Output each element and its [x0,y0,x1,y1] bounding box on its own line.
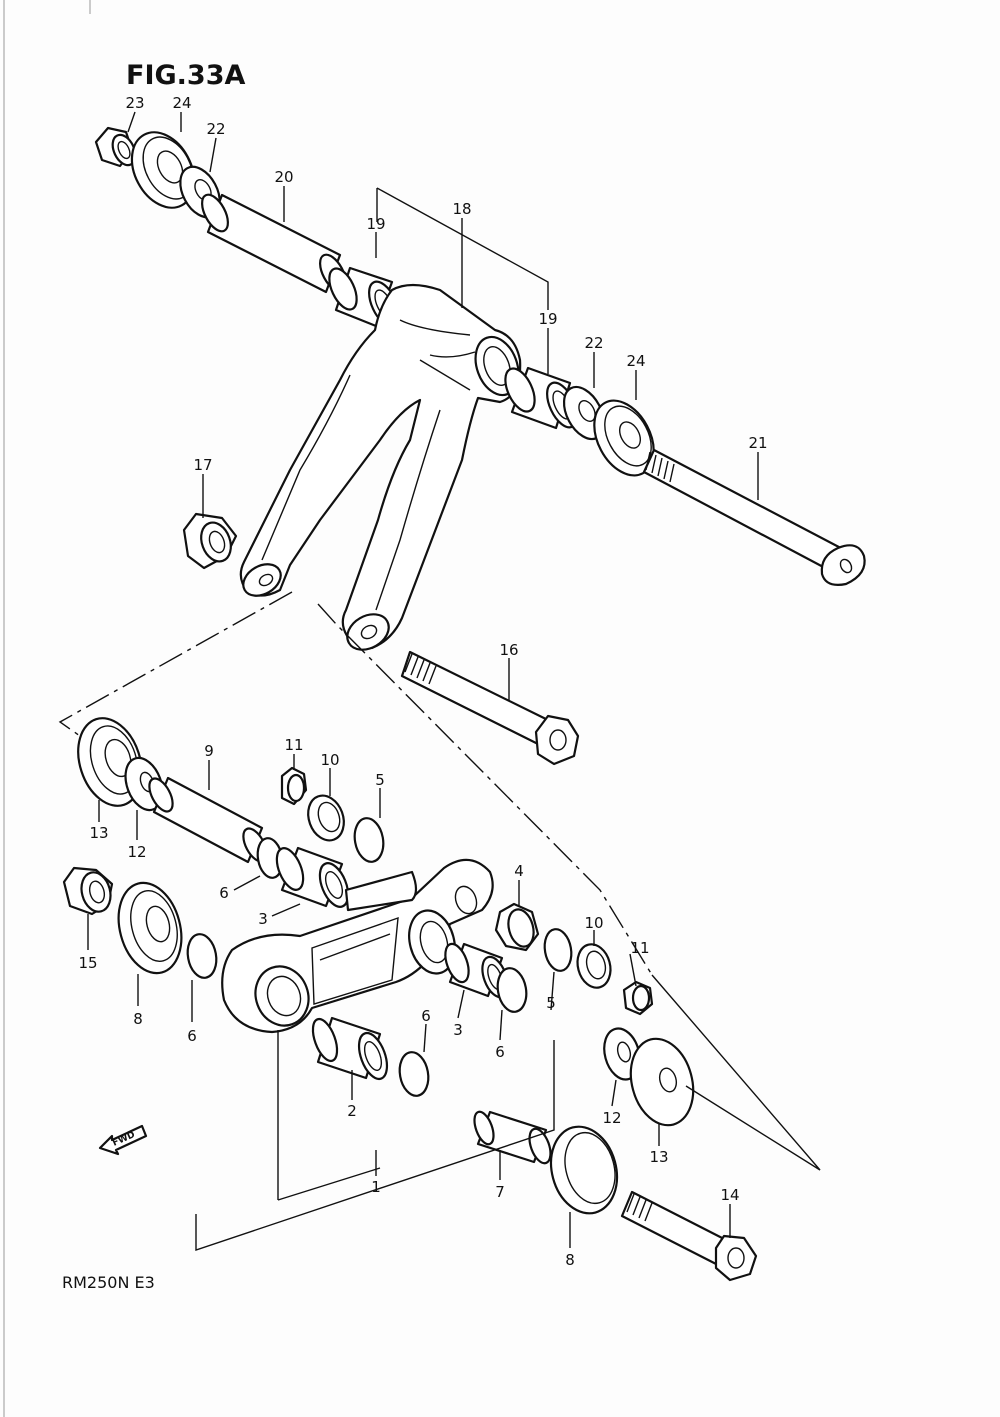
part-10-oil-seal-upper [307,794,345,842]
part-14-bolt [620,1190,758,1282]
part-17-nut [182,512,238,570]
callout-15: 15 [78,954,97,972]
part-5-circlip-mid [543,928,573,972]
callout-12-left: 12 [127,843,146,861]
callout-4: 4 [514,862,524,880]
callout-10-lower: 10 [584,914,603,932]
callout-9: 9 [204,742,214,760]
callout-labels: 23 24 22 20 18 19 19 22 24 21 17 16 9 11… [78,94,767,1269]
callout-20: 20 [274,168,293,186]
part-7-spacer [473,1110,552,1165]
callout-11-upper: 11 [284,736,303,754]
part-6-circlip-left [186,933,218,979]
part-24-dust-seal-right [593,399,655,477]
part-20-spacer [201,193,347,294]
part-8-dust-seal-left [117,881,183,975]
callout-24: 24 [172,94,191,112]
callout-7: 7 [495,1183,505,1201]
part-18-cushion-lever [239,283,522,651]
callout-6-mid: 6 [421,1007,431,1025]
callout-14: 14 [720,1186,739,1204]
part-3-bearing-upper [275,846,350,908]
callout-17: 17 [193,456,212,474]
callout-12-right: 12 [602,1109,621,1127]
part-13-dust-seal-right [629,1037,695,1127]
part-16-bolt [400,650,580,766]
callout-8-right: 8 [565,1251,575,1269]
part-1-connecting-rod [221,858,494,1034]
callout-21: 21 [748,434,767,452]
callout-6-right: 6 [495,1043,505,1061]
callout-11-lower: 11 [630,939,649,957]
part-15-nut [62,866,114,916]
part-21-bolt [642,448,866,586]
part-2-bearing-lower [311,1016,389,1081]
callout-13-left: 13 [89,824,108,842]
part-9-spacer [148,776,268,864]
callout-3-upper: 3 [258,910,268,928]
callout-22: 22 [206,120,225,138]
fwd-arrow-icon: FWD [98,1124,148,1156]
callout-6-a: 6 [219,884,229,902]
callout-19-left: 19 [366,215,385,233]
callout-13-right: 13 [649,1148,668,1166]
part-11-collar-upper [280,766,308,806]
callout-5-mid: 5 [546,994,556,1012]
callout-19-right: 19 [538,310,557,328]
part-11-collar-lower [622,980,654,1016]
callout-3-mid: 3 [453,1021,463,1039]
callout-2: 2 [347,1102,357,1120]
part-4-collar [494,902,540,952]
assembly-lines [58,187,821,1251]
callout-23: 23 [125,94,144,112]
callout-10-upper: 10 [320,751,339,769]
callout-18: 18 [452,200,471,218]
model-code: RM250N E3 [62,1273,155,1292]
callout-6-left: 6 [187,1027,197,1045]
part-23-nut [94,126,137,168]
callout-16: 16 [499,641,518,659]
part-6-circlip-bottom [398,1051,430,1097]
callout-1: 1 [371,1178,381,1196]
callout-5-upper: 5 [375,771,385,789]
callout-leaders [87,111,759,1248]
part-6-circlip-right [496,967,528,1013]
part-10-oil-seal-lower [576,943,612,989]
part-24-dust-seal [130,131,196,209]
part-8-dust-seal-right [549,1125,619,1215]
callout-8-left: 8 [133,1010,143,1028]
callout-22-right: 22 [584,334,603,352]
callout-24-right: 24 [626,352,645,370]
part-5-circlip-upper [353,817,385,863]
figure-title: FIG.33A [126,60,245,91]
